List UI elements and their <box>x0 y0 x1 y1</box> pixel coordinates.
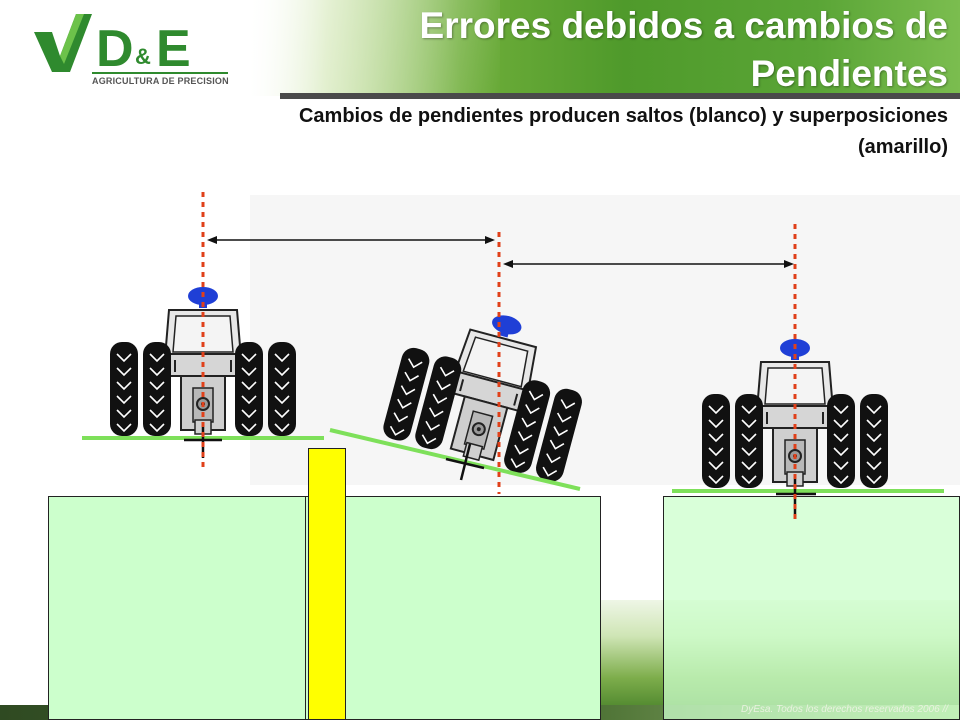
crosshair-middle <box>445 443 485 481</box>
copyright-footer: DyEsa. Todos los derechos reservados 200… <box>741 704 948 715</box>
header-sky-fade <box>240 0 500 96</box>
slide-subtitle: Cambios de pendientes producen saltos (b… <box>298 105 948 158</box>
coverage-block-left <box>48 496 306 720</box>
slide-title: Errores debidos a cambios de Pendientes <box>419 5 948 94</box>
tractor-slope-middle <box>379 291 600 486</box>
logo-ampersand: & <box>135 44 151 69</box>
spacing-arrow-left <box>207 236 495 244</box>
logo-caption: AGRICULTURA DE PRECISION <box>92 76 229 86</box>
logo-underline <box>92 72 228 74</box>
logo-graphic: D & E <box>34 14 228 78</box>
overlap-strip <box>308 448 346 720</box>
company-logo: D & E <box>30 6 230 90</box>
header-divider <box>280 93 960 99</box>
coverage-block-middle <box>305 496 601 720</box>
logo-letter-d: D <box>96 20 134 78</box>
header-banner <box>0 0 960 96</box>
logo-letter-e: E <box>156 20 191 78</box>
spacing-arrow-right <box>503 260 794 268</box>
ground-line-slope <box>329 428 581 491</box>
logo-check-highlight <box>60 14 84 64</box>
coverage-block-right <box>663 496 960 720</box>
